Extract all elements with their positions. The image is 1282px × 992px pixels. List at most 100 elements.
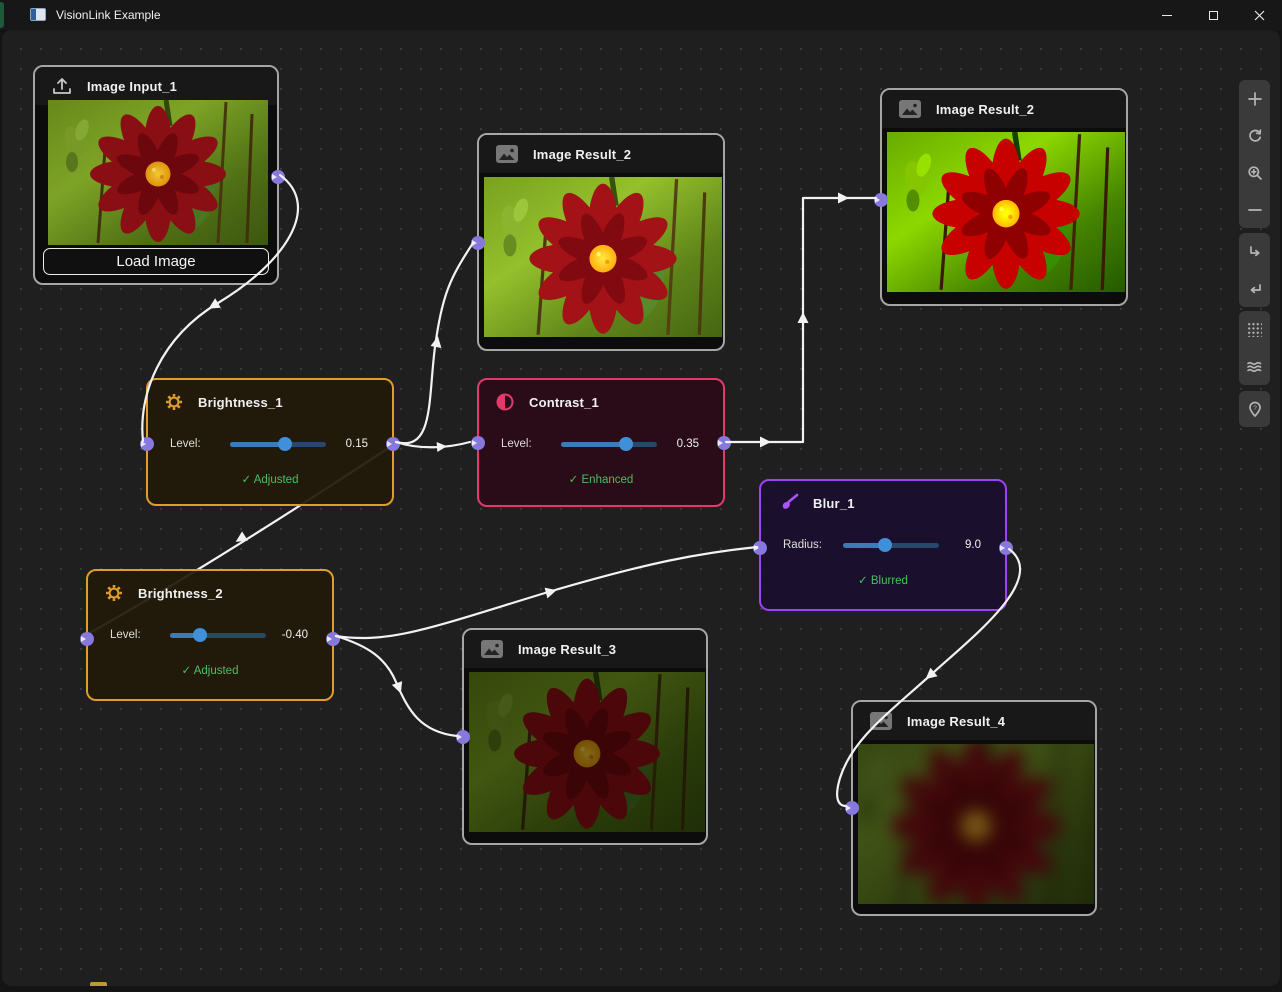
return-button[interactable] bbox=[1239, 270, 1270, 307]
node-header[interactable]: Image Input_1 bbox=[35, 67, 277, 105]
status-text: ✓ Blurred bbox=[858, 575, 908, 587]
level-slider[interactable] bbox=[170, 628, 266, 642]
display-tool-group bbox=[1239, 311, 1270, 385]
help-tool-group: ? bbox=[1239, 391, 1270, 427]
node-title: Brightness_2 bbox=[138, 585, 223, 601]
level-slider[interactable] bbox=[561, 437, 657, 451]
node-header[interactable]: Brightness_2 bbox=[88, 571, 332, 615]
close-button[interactable] bbox=[1236, 0, 1282, 30]
input-port[interactable] bbox=[471, 436, 485, 450]
window-title: VisionLink Example bbox=[56, 8, 161, 22]
output-port[interactable] bbox=[999, 541, 1013, 555]
param-value: -0.40 bbox=[281, 629, 308, 641]
return-arrow-icon bbox=[1250, 283, 1261, 293]
status-text: ✓ Adjusted bbox=[181, 665, 239, 677]
status-text: ✓ Enhanced bbox=[568, 474, 634, 486]
input-port[interactable] bbox=[80, 632, 94, 646]
pin-question-icon: ? bbox=[1248, 401, 1261, 417]
node-image-input-1[interactable]: Image Input_1 Load Image bbox=[33, 65, 285, 285]
zoom-to-fit-button[interactable] bbox=[1239, 154, 1270, 191]
image-icon bbox=[869, 711, 893, 731]
output-port[interactable] bbox=[386, 437, 400, 451]
app-icon bbox=[30, 8, 46, 21]
image-preview bbox=[48, 100, 268, 245]
param-label: Level: bbox=[170, 438, 201, 450]
node-title: Image Input_1 bbox=[87, 78, 178, 94]
input-port[interactable] bbox=[753, 541, 767, 555]
load-image-button[interactable]: Load Image bbox=[43, 248, 269, 275]
minimize-button[interactable] bbox=[1144, 0, 1190, 30]
param-label: Level: bbox=[110, 629, 141, 641]
grid-toggle-button[interactable] bbox=[1239, 311, 1270, 348]
input-port[interactable] bbox=[874, 193, 888, 207]
node-title: Image Result_2 bbox=[936, 101, 1035, 117]
node-image-result-2-upper-right[interactable]: Image Result_2 bbox=[874, 88, 1128, 306]
image-preview bbox=[484, 177, 722, 337]
node-title: Image Result_4 bbox=[907, 713, 1006, 729]
minimize-icon bbox=[1162, 14, 1172, 16]
background-window-edge bbox=[0, 2, 4, 28]
image-preview bbox=[858, 744, 1094, 904]
slider-handle[interactable] bbox=[192, 628, 207, 642]
zoom-in-icon bbox=[1247, 165, 1262, 180]
zoom-in-plus-button[interactable] bbox=[1239, 80, 1270, 117]
node-header[interactable]: Blur_1 bbox=[761, 481, 1005, 525]
reset-view-button[interactable] bbox=[1239, 117, 1270, 154]
input-port[interactable] bbox=[845, 801, 859, 815]
slider-track[interactable] bbox=[170, 633, 266, 638]
step-into-button[interactable] bbox=[1239, 233, 1270, 270]
zoom-out-button[interactable] bbox=[1239, 191, 1270, 228]
window-controls bbox=[1144, 0, 1282, 30]
parameter-row: Radius: 9.0 bbox=[761, 531, 1005, 559]
image-preview bbox=[887, 132, 1125, 292]
input-port[interactable] bbox=[140, 437, 154, 451]
slider-handle[interactable] bbox=[878, 538, 893, 552]
locate-help-button[interactable]: ? bbox=[1239, 391, 1270, 427]
brush-icon bbox=[777, 493, 799, 513]
param-value: 0.15 bbox=[345, 438, 368, 450]
node-image-result-4[interactable]: Image Result_4 bbox=[845, 700, 1097, 916]
input-port[interactable] bbox=[456, 730, 470, 744]
plus-icon bbox=[1247, 91, 1262, 106]
parameter-row: Level: -0.40 bbox=[88, 621, 332, 649]
title-bar[interactable]: VisionLink Example bbox=[0, 0, 1282, 30]
image-icon bbox=[480, 639, 504, 659]
slider-handle[interactable] bbox=[619, 437, 634, 451]
waves-icon bbox=[1247, 361, 1262, 372]
wire-style-button[interactable] bbox=[1239, 348, 1270, 385]
minus-icon bbox=[1247, 208, 1262, 211]
output-port[interactable] bbox=[326, 632, 340, 646]
slider-track[interactable] bbox=[561, 442, 657, 447]
node-header[interactable]: Image Result_2 bbox=[479, 135, 723, 173]
radius-slider[interactable] bbox=[843, 538, 939, 552]
maximize-icon bbox=[1208, 10, 1218, 20]
node-header[interactable]: Contrast_1 bbox=[479, 380, 723, 424]
zoom-tool-group bbox=[1239, 80, 1270, 228]
node-image-result-3[interactable]: Image Result_3 bbox=[456, 628, 708, 845]
close-icon bbox=[1254, 10, 1264, 20]
input-port[interactable] bbox=[471, 236, 485, 250]
node-header[interactable]: Brightness_1 bbox=[148, 380, 392, 424]
slider-handle[interactable] bbox=[277, 437, 292, 451]
node-contrast-1[interactable]: Contrast_1 Level: 0.35 ✓ Enhanced bbox=[471, 378, 731, 507]
upload-icon bbox=[51, 76, 73, 96]
contrast-icon bbox=[495, 392, 515, 412]
node-brightness-1[interactable]: Brightness_1 Level: 0.15 ✓ Adjusted bbox=[140, 378, 400, 506]
node-title: Brightness_1 bbox=[198, 394, 283, 410]
maximize-button[interactable] bbox=[1190, 0, 1236, 30]
node-image-result-2-center[interactable]: Image Result_2 bbox=[471, 133, 725, 351]
parameter-row: Level: 0.15 bbox=[148, 430, 392, 458]
node-header[interactable]: Image Result_3 bbox=[464, 630, 706, 668]
node-brightness-2[interactable]: Brightness_2 Level: -0.40 ✓ Adjusted bbox=[80, 569, 340, 701]
node-header[interactable]: Image Result_4 bbox=[853, 702, 1095, 740]
image-icon bbox=[898, 99, 922, 119]
level-slider[interactable] bbox=[230, 437, 326, 451]
corner-down-right-icon bbox=[1249, 245, 1260, 256]
output-port[interactable] bbox=[717, 436, 731, 450]
param-label: Radius: bbox=[783, 539, 822, 551]
output-port[interactable] bbox=[271, 170, 285, 184]
svg-text:?: ? bbox=[1253, 404, 1257, 411]
node-blur-1[interactable]: Blur_1 Radius: 9.0 ✓ Blurred bbox=[753, 479, 1013, 611]
node-header[interactable]: Image Result_2 bbox=[882, 90, 1126, 128]
